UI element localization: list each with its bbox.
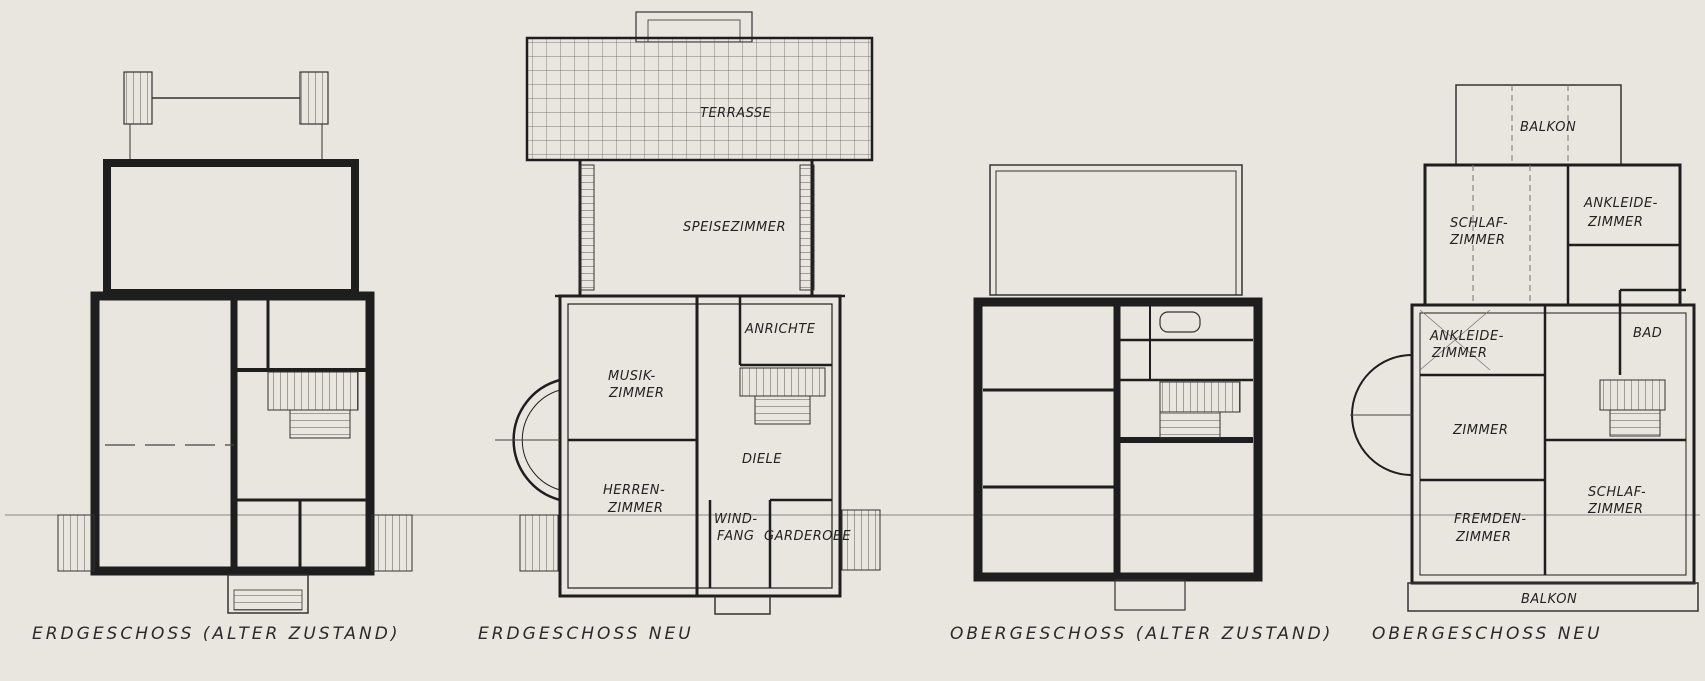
room-balkon-top: BALKON — [1520, 120, 1576, 135]
room-diele: DIELE — [742, 452, 782, 467]
room-windfang-line2: FANG — [717, 529, 754, 544]
label-obergeschoss-neu: OBERGESCHOSS NEU — [1372, 624, 1603, 644]
room-herrenzimmer-line1: HERREN- — [603, 483, 665, 498]
room-ankleidezimmer1-line2: ZIMMER — [1587, 215, 1643, 230]
room-fremdenzimmer-line1: FREMDEN- — [1454, 512, 1527, 527]
room-schlafzimmer1-line2: ZIMMER — [1449, 233, 1505, 248]
label-erdgeschoss-neu: ERDGESCHOSS NEU — [478, 624, 694, 644]
plan-erdgeschoss-neu — [495, 11, 881, 615]
room-ankleidezimmer1-line1: ANKLEIDE- — [1583, 196, 1658, 211]
plan-obergeschoss-neu — [1350, 84, 1699, 612]
room-ankleidezimmer2-line1: ANKLEIDE- — [1429, 329, 1504, 344]
room-herrenzimmer-line2: ZIMMER — [607, 501, 663, 516]
label-obergeschoss-alt: OBERGESCHOSS (ALTER ZUSTAND) — [950, 624, 1334, 644]
room-bad: BAD — [1633, 326, 1662, 341]
plan-erdgeschoss-alt — [57, 71, 413, 614]
room-anrichte: ANRICHTE — [744, 322, 816, 337]
plan-obergeschoss-alt — [973, 164, 1263, 611]
room-windfang-line1: WIND- — [714, 512, 758, 527]
room-terrasse: TERRASSE — [700, 106, 772, 121]
room-schlafzimmer2-line1: SCHLAF- — [1588, 485, 1646, 500]
room-garderobe: GARDEROBE — [764, 529, 851, 544]
room-ankleidezimmer2-line2: ZIMMER — [1431, 346, 1487, 361]
room-musikzimmer-line2: ZIMMER — [608, 386, 664, 401]
room-fremdenzimmer-line2: ZIMMER — [1455, 530, 1511, 545]
room-musikzimmer-line1: MUSIK- — [608, 369, 656, 384]
room-schlafzimmer1-line1: SCHLAF- — [1450, 216, 1508, 231]
room-speisezimmer: SPEISEZIMMER — [683, 220, 786, 235]
label-erdgeschoss-alt: ERDGESCHOSS (ALTER ZUSTAND) — [32, 624, 401, 644]
room-zimmer: ZIMMER — [1452, 423, 1508, 438]
room-schlafzimmer2-line2: ZIMMER — [1587, 502, 1643, 517]
room-balkon-bottom: BALKON — [1521, 592, 1577, 607]
